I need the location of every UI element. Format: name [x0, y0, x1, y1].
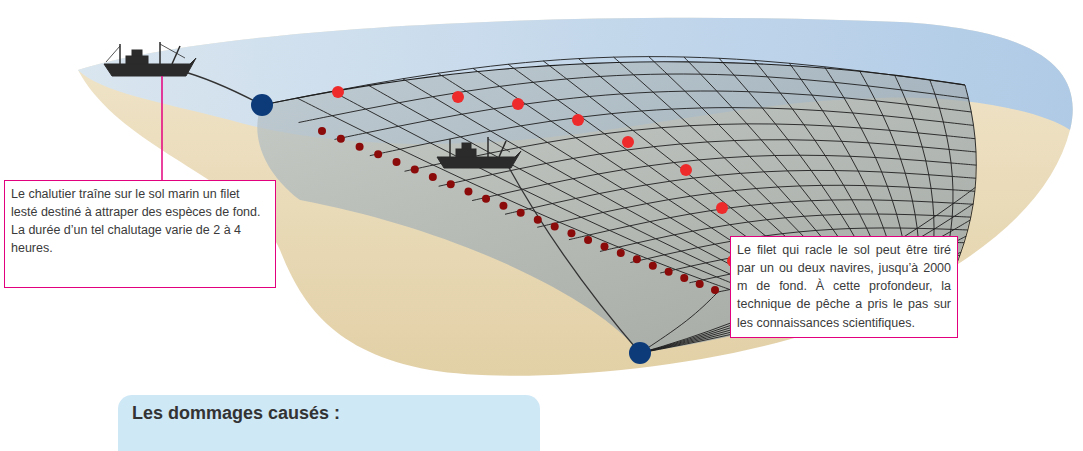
ground-weight [356, 143, 364, 151]
ground-weight [429, 173, 437, 181]
ground-weight [567, 229, 575, 237]
ground-weight [696, 280, 704, 288]
ground-weight [584, 236, 592, 244]
bridle-line [640, 236, 966, 353]
ground-weight [337, 135, 345, 143]
towing-warp [508, 166, 640, 353]
ground-weight [374, 150, 382, 158]
ground-weight [633, 255, 641, 263]
mesh-line [262, 57, 965, 105]
mesh-line [472, 155, 976, 200]
mesh-line [403, 79, 766, 283]
ground-weight [411, 165, 419, 173]
mesh-line [367, 85, 753, 285]
ground-weight [600, 242, 608, 250]
mesh-line [438, 73, 778, 280]
ground-weight [649, 262, 657, 270]
otter-board [251, 94, 273, 116]
ground-weight [499, 202, 507, 210]
ground-weight [617, 249, 625, 257]
ground-weight [534, 216, 542, 224]
ground-weight [665, 268, 673, 276]
bridle-line [640, 292, 718, 353]
floats [318, 86, 739, 294]
float-buoy [716, 202, 728, 214]
ground-weight [680, 274, 688, 282]
float-buoy [512, 98, 524, 110]
float-buoy [622, 136, 634, 148]
towing-warp [178, 70, 262, 105]
heading-text: Les dommages causés : [132, 403, 526, 424]
headline-rope [262, 62, 965, 105]
ground-weight [464, 188, 472, 196]
mesh-line [297, 98, 730, 289]
ground-weight [393, 158, 401, 166]
ground-weight [711, 286, 719, 294]
heading-box: Les dommages causés : [118, 395, 540, 451]
callout-text: Le chalutier traîne sur le sol marin un … [11, 185, 269, 258]
leader-line [161, 76, 163, 180]
ground-weight [482, 195, 490, 203]
ground-weight [318, 127, 326, 135]
ground-weight [447, 180, 455, 188]
callout-text: Le filet qui racle le sol peut être tiré… [737, 241, 951, 332]
ground-weight [517, 209, 525, 217]
bridle-line [640, 187, 975, 353]
trawler-ship [104, 42, 196, 76]
float-buoy [572, 114, 584, 126]
trawler-ship [437, 137, 521, 168]
bridle-line [640, 220, 970, 353]
mesh-line [505, 170, 976, 214]
float-buoy [680, 164, 692, 176]
bridle-line [640, 204, 973, 353]
callout-box: Le filet qui racle le sol peut être tiré… [730, 236, 958, 338]
ground-weight [551, 223, 559, 231]
float-buoy [452, 91, 464, 103]
net-mesh [262, 56, 976, 353]
mesh-line [569, 200, 973, 240]
mesh-line [439, 140, 976, 187]
callout-box: Le chalutier traîne sur le sol marin un … [4, 180, 276, 288]
otter-board [629, 342, 651, 364]
float-buoy [332, 86, 344, 98]
net-shadow [257, 62, 976, 353]
